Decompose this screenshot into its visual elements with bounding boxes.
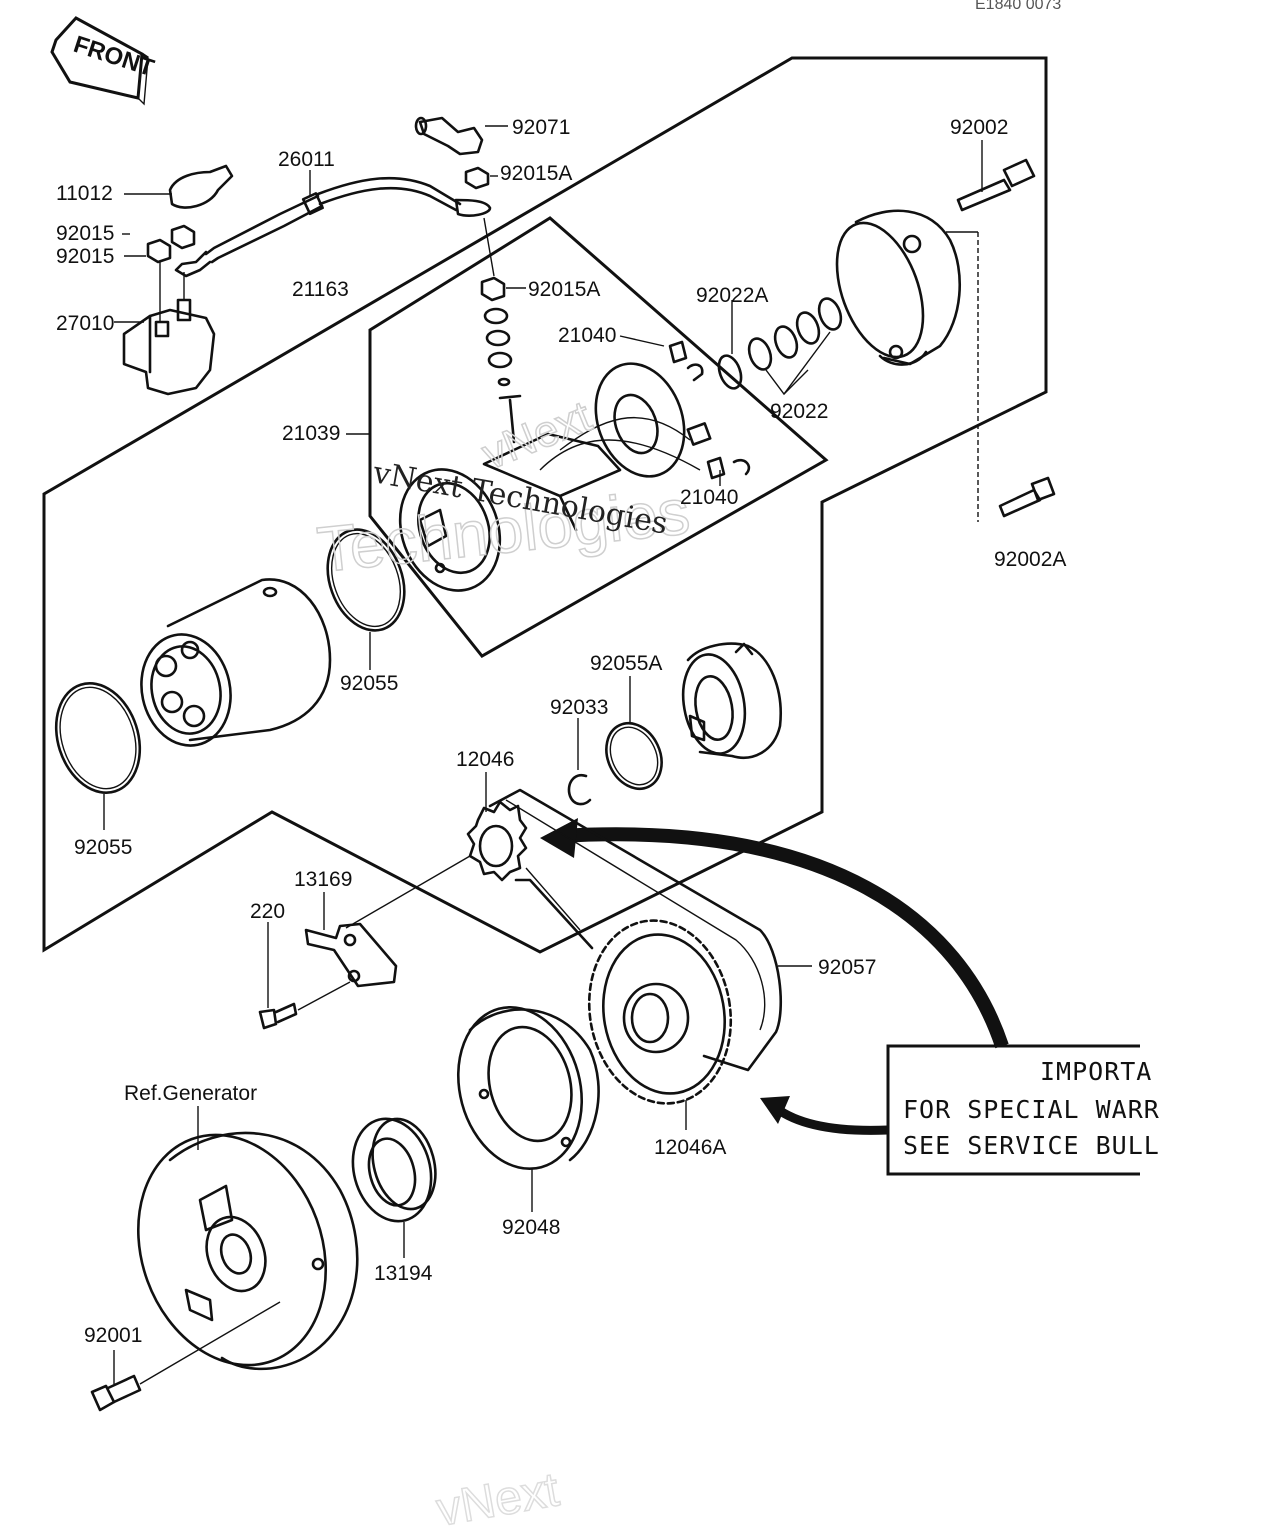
label-92002A: 92002A [994,548,1066,571]
label-92002: 92002 [950,116,1008,139]
label-92055-left: 92055 [74,836,132,859]
nut-92015-b [146,238,172,264]
motor-yoke [140,578,332,747]
drive-chain-92057 [488,788,782,1072]
front-cover-shaft-housing [681,642,782,759]
generator-rotor-ref [136,1131,359,1371]
label-92033: 92033 [550,696,608,719]
commutator-end-ring [398,468,502,592]
boot-cap-92071 [414,116,484,156]
label-12046: 12046 [456,748,514,771]
label-21039: 21039 [282,422,340,445]
label-220: 220 [250,900,285,923]
label-26011: 26011 [278,148,335,171]
drawing-code: E1840 0073 [975,0,1061,13]
label-92015A-mid: 92015A [528,278,600,301]
washers-92022 [747,297,843,371]
label-92055-mid: 92055 [340,672,398,695]
washer-stack [483,307,513,387]
label-13169: 13169 [294,868,352,891]
label-92057: 92057 [818,956,876,979]
label-92071: 92071 [512,116,570,139]
brush-21040-top [668,340,704,382]
label-21040-top: 21040 [558,324,616,347]
nut-92015A-mid [480,276,506,302]
label-21163: 21163 [292,278,349,301]
nut-92015-a [170,224,196,250]
label-92015-a: 92015 [56,222,114,245]
bolt-92001 [90,1374,142,1412]
rear-end-cover [835,209,961,366]
label-ref-generator: Ref.Generator [124,1082,257,1105]
label-92001: 92001 [84,1324,142,1347]
washer-92022A [717,354,743,390]
starter-clutch-gear-12046A [587,919,733,1105]
nut-92015A-top [464,166,490,190]
label-92022A: 92022A [696,284,768,307]
bolt-92002 [956,158,1036,212]
important-notice-box: IMPORTA FOR SPECIAL WARR SEE SERVICE BUL… [886,1040,1160,1180]
cable-26011 [174,176,492,278]
label-27010: 27010 [56,312,114,335]
brush-holder-subassembly-frame [368,216,829,658]
label-13194: 13194 [374,1262,433,1285]
sprocket-12046 [466,800,528,882]
terminal-cap-11012 [168,164,234,209]
bolt-92002A [998,476,1056,518]
notice-line-1: FOR SPECIAL WARR [903,1095,1160,1124]
one-way-clutch-13194 [351,1117,437,1223]
arrowhead-lower-icon [760,1096,790,1124]
label-92015-b: 92015 [56,245,114,268]
o-ring-92055A [605,721,663,791]
o-ring-92055-left [54,682,142,794]
label-92048: 92048 [502,1216,560,1239]
brush-plate [482,362,751,532]
curved-arrow-upper-icon [559,827,1009,1049]
plate-13169 [304,922,398,988]
starter-assembly-frame [42,56,1048,954]
label-12046A: 12046A [654,1136,726,1159]
starter-relay-27010 [122,262,216,396]
watermark-bottom: vNext [433,1463,563,1536]
front-arrow-icon: FRONT [50,16,158,106]
curved-arrow-lower-icon [773,1104,889,1135]
notice-title: IMPORTA [1040,1057,1152,1086]
notice-line-2: SEE SERVICE BULL [903,1131,1160,1160]
arrowhead-upper-icon [540,818,578,858]
screw-220 [258,1002,298,1030]
label-11012: 11012 [56,182,113,205]
o-ring-92055-mid [326,528,406,632]
label-92015A-top: 92015A [500,162,572,185]
watermark-ghost-1: vNext [475,392,598,480]
label-92055A: 92055A [590,652,662,675]
label-21040-bottom: 21040 [680,486,738,509]
clutch-housing-92048 [456,1005,600,1171]
circlip-92033 [567,773,592,806]
label-92022: 92022 [770,400,828,423]
